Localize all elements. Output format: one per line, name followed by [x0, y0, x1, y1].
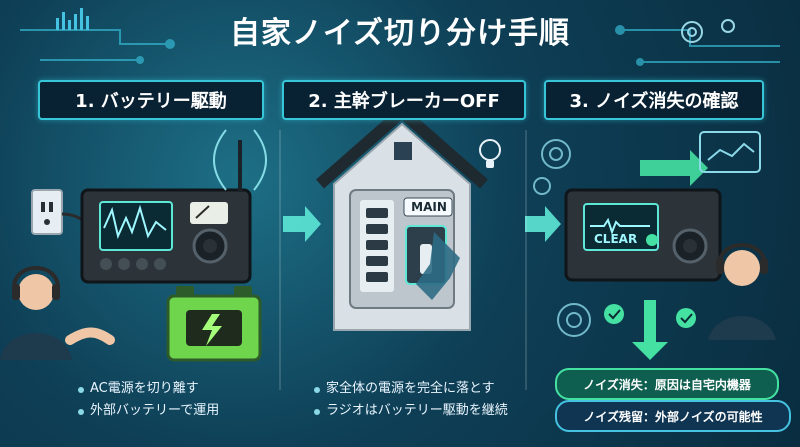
page-title: 自家ノイズ切り分け手順 — [229, 16, 571, 51]
check-icon — [604, 304, 696, 328]
gear-icon — [681, 19, 735, 43]
left-bullet: AC電源を切り離す — [78, 378, 272, 400]
main-breaker-label: MAIN — [411, 200, 447, 214]
left-bullets: AC電源を切り離す 外部バッテリーで運用 — [72, 378, 272, 422]
clear-screen-label: CLEAR — [594, 232, 638, 246]
left-bullet: 外部バッテリーで運用 — [78, 400, 272, 422]
middle-bullet: 家全体の電源を完全に落とす — [314, 378, 528, 400]
waveform-icon — [56, 8, 89, 30]
circuit-lines — [20, 25, 780, 66]
operator-right-avatar — [708, 243, 776, 340]
outcome-noise-remains: ノイズ残留：外部ノイズの可能性 — [555, 400, 791, 432]
arrow-down-icon — [632, 150, 708, 360]
wall-outlet-icon — [31, 189, 121, 240]
middle-bullets: 家全体の電源を完全に落とす ラジオはバッテリー駆動を継続 — [308, 378, 528, 422]
battery-icon — [166, 286, 262, 362]
house-icon — [316, 106, 488, 331]
middle-bullet: ラジオはバッテリー駆動を継続 — [314, 400, 528, 422]
step-2-bar: 2. 主幹ブレーカーOFF — [282, 80, 526, 120]
outcome-noise-cleared: ノイズ消失：原因は自宅内機器 — [555, 368, 779, 400]
arrow-icon — [283, 206, 561, 242]
step-1-bar: 1. バッテリー駆動 — [38, 80, 264, 120]
step-3-bar: 3. ノイズ消失の確認 — [544, 80, 764, 120]
radio-clear-icon — [564, 188, 722, 282]
section-divider — [279, 130, 281, 390]
right-gears — [533, 139, 591, 337]
operator-avatar — [0, 266, 115, 360]
section-divider — [525, 130, 527, 390]
radio-icon — [80, 188, 252, 284]
lightbulb-icon — [479, 139, 501, 168]
chart-icon — [699, 131, 761, 173]
antenna-icon — [213, 129, 267, 192]
